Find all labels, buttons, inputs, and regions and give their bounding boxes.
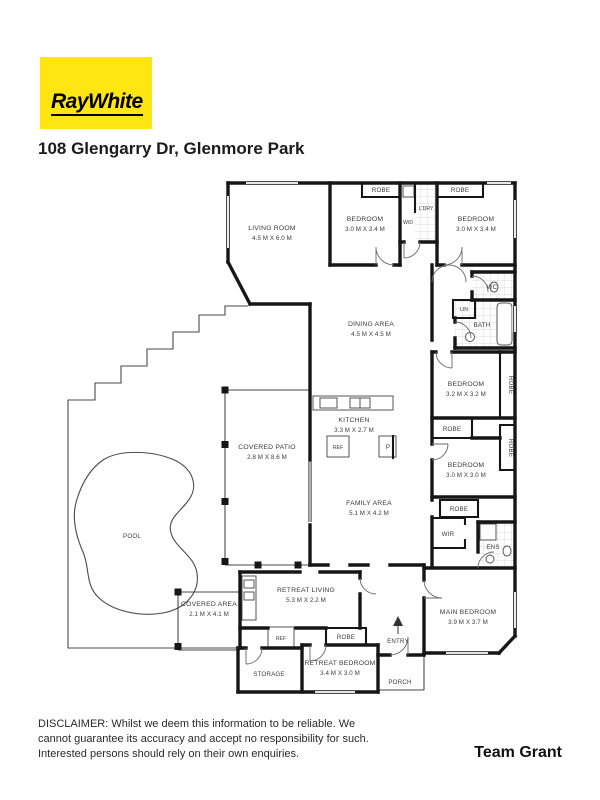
label-wc: WC	[487, 284, 498, 291]
label-wd: W/D	[403, 220, 413, 226]
label-lin: LIN	[460, 307, 468, 313]
label-wir: WIR	[442, 531, 455, 538]
pantry-box	[378, 435, 397, 458]
label-robe-1: ROBE	[372, 187, 390, 194]
label-porch: PORCH	[388, 679, 411, 686]
label-ref-2: REF	[276, 636, 286, 642]
laundry-tiles	[415, 183, 437, 242]
patio-outline	[224, 389, 310, 566]
label-dining-area: DINING AREA	[348, 321, 394, 328]
dims-retreat-living: 5.3 M X 2.2 M	[286, 597, 326, 604]
yard-fence-line	[67, 305, 248, 649]
dims-family-area: 5.1 M X 4.2 M	[349, 510, 389, 517]
dims-bedroom-2: 3.0 M X 3.4 M	[456, 226, 496, 233]
label-robe-2: ROBE	[451, 187, 469, 194]
label-ref-1: REF	[333, 445, 343, 451]
cooktop-icon	[319, 397, 338, 409]
closet-walls	[324, 181, 517, 647]
label-kitchen: KITCHEN	[338, 417, 369, 424]
dims-living-room: 4.5 M X 6.0 M	[252, 235, 292, 242]
label-ens: ENS	[486, 544, 499, 551]
disclaimer-line-2: cannot guarantee its accuracy and accept…	[38, 733, 369, 745]
label-bedroom-1: BEDROOM	[347, 216, 384, 223]
raywhite-logo: RayWhite	[40, 57, 152, 129]
entry-arrow-icon	[393, 616, 403, 634]
label-bedroom-2: BEDROOM	[458, 216, 495, 223]
label-retreat-bedroom: RETREAT BEDROOM	[304, 660, 375, 667]
label-robe-3: ROBE	[507, 376, 514, 394]
label-storage: STORAGE	[253, 671, 285, 678]
label-robe-4: ROBE	[443, 426, 461, 433]
label-ldry: L'DRY	[419, 206, 434, 212]
label-robe-6: ROBE	[450, 506, 468, 513]
boundary-lines	[67, 305, 425, 691]
page-title: 108 Glengarry Dr, Glenmore Park	[38, 139, 305, 158]
label-entry: ENTRY	[387, 638, 409, 645]
windows	[225, 180, 518, 695]
label-covered-patio: COVERED PATIO	[238, 444, 296, 451]
washer-icon	[402, 185, 415, 198]
bathtub-icon	[496, 302, 513, 346]
covered-area-outline	[177, 591, 240, 651]
label-living-room: LIVING ROOM	[248, 225, 296, 232]
label-family-area: FAMILY AREA	[346, 500, 392, 507]
fridge-box	[326, 435, 350, 458]
dims-retreat-bedroom: 3.4 M X 3.0 M	[320, 670, 360, 677]
door-swings	[245, 241, 495, 665]
sink-icon	[349, 397, 361, 409]
label-robe-5: ROBE	[507, 439, 514, 457]
label-bedroom-4: BEDROOM	[448, 462, 485, 469]
label-retreat-living: RETREAT LIVING	[277, 587, 335, 594]
dims-covered-area: 2.1 M X 4.1 M	[189, 611, 229, 618]
agent-team-name: Team Grant	[474, 744, 562, 761]
raywhite-logo-text: RayWhite	[51, 91, 143, 116]
disclaimer-text: DISCLAIMER: Whilst we deem this informat…	[38, 717, 369, 762]
basin-icon	[465, 332, 475, 342]
sink-icon	[243, 591, 255, 601]
patio-posts	[174, 386, 302, 650]
basin-icon	[485, 554, 495, 564]
dims-main-bedroom: 3.9 M X 3.7 M	[448, 619, 488, 626]
room-labels: LIVING ROOM 4.5 M X 6.0 M BEDROOM 3.0 M …	[181, 216, 496, 677]
toilet-icon	[489, 281, 499, 293]
label-bath: BATH	[474, 322, 491, 329]
dims-kitchen: 3.3 M X 2.7 M	[334, 427, 374, 434]
small-labels: ROBE ROBE W/D L'DRY WC LIN BATH ROBE ROB…	[123, 187, 514, 686]
sink-icon	[359, 397, 371, 409]
dims-bedroom-3: 3.2 M X 3.2 M	[446, 391, 486, 398]
disclaimer-line-3: Interested persons should rely on their …	[38, 748, 300, 760]
sink-icon	[243, 579, 255, 589]
interior-walls	[236, 181, 517, 694]
label-robe-7: ROBE	[337, 634, 355, 641]
label-covered-area: COVERED AREA	[181, 601, 237, 608]
shower-icon	[479, 523, 497, 541]
pool-outline	[73, 451, 198, 615]
disclaimer-line-1: DISCLAIMER: Whilst we deem this informat…	[38, 718, 356, 730]
label-pantry: P	[386, 444, 390, 451]
dims-bedroom-4: 3.0 M X 3.0 M	[446, 472, 486, 479]
label-main-bedroom: MAIN BEDROOM	[440, 609, 497, 616]
dims-bedroom-1: 3.0 M X 3.4 M	[345, 226, 385, 233]
dims-dining-area: 4.5 M X 4.5 M	[351, 331, 391, 338]
fixtures	[241, 185, 513, 648]
label-pool: POOL	[123, 533, 141, 540]
toilet-icon	[502, 545, 512, 557]
label-bedroom-3: BEDROOM	[448, 381, 485, 388]
dims-covered-patio: 2.8 M X 8.6 M	[247, 454, 287, 461]
